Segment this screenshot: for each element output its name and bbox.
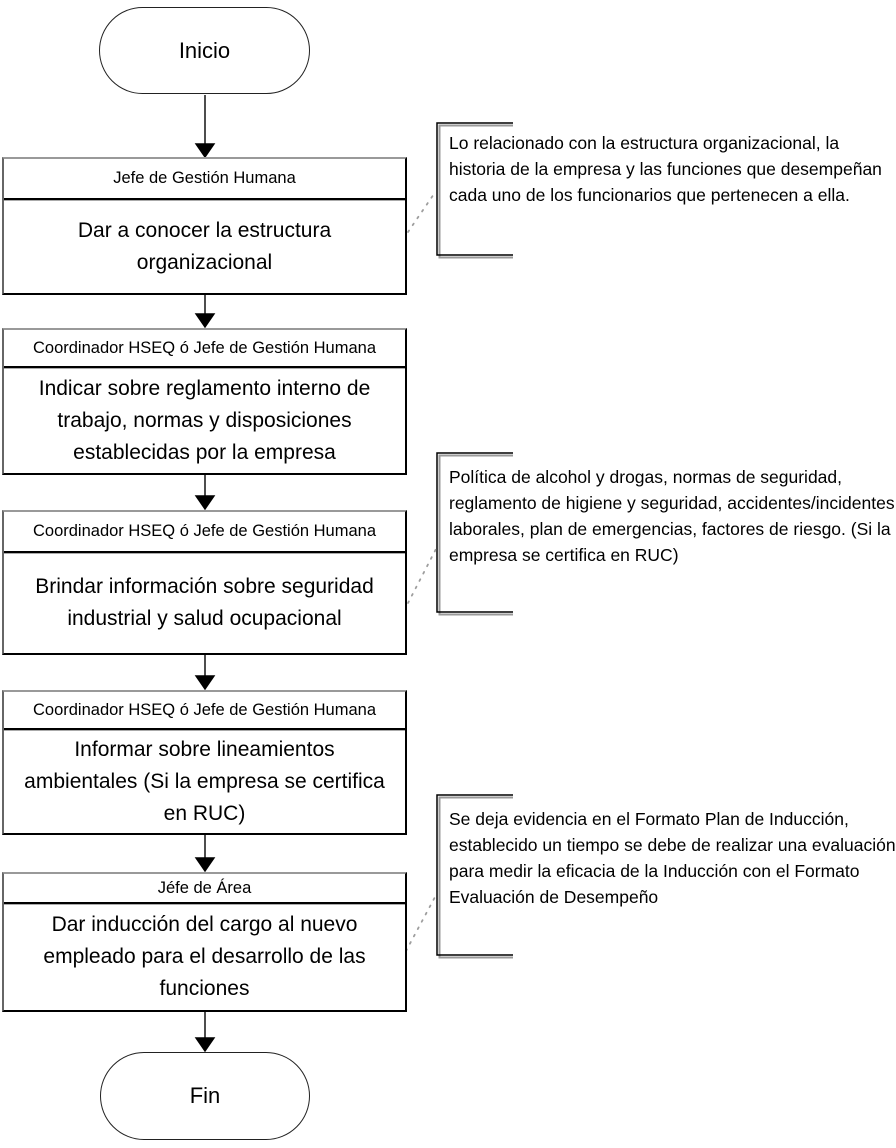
step-role-5: Jéfe de Área xyxy=(4,874,405,904)
step-box-2: Coordinador HSEQ ó Jefe de Gestión Human… xyxy=(2,328,407,475)
start-label: Inicio xyxy=(178,37,231,63)
down-arrow-icon-6 xyxy=(194,1037,216,1053)
step-box-5: Jéfe de Área Dar inducción del cargo al … xyxy=(2,872,407,1012)
down-arrow-icon-3 xyxy=(194,495,216,511)
step-action-3: Brindar información sobre seguridad indu… xyxy=(35,575,374,630)
step-action-2: Indicar sobre reglamento interno de trab… xyxy=(38,376,371,464)
step-box-4: Coordinador HSEQ ó Jefe de Gestión Human… xyxy=(2,690,407,835)
step-role-2: Coordinador HSEQ ó Jefe de Gestión Human… xyxy=(4,330,405,368)
dotted-connector-1 xyxy=(407,190,437,233)
step-role-3: Coordinador HSEQ ó Jefe de Gestión Human… xyxy=(4,512,405,553)
down-arrow-icon-1 xyxy=(194,143,216,159)
down-arrow-icon-4 xyxy=(194,675,216,691)
down-arrow-icon-5 xyxy=(194,857,216,873)
step-box-1: Jefe de Gestión Humana Dar a conocer la … xyxy=(2,157,407,295)
step-action-4: Informar sobre lineamientos ambientales … xyxy=(24,737,385,825)
step-box-3: Coordinador HSEQ ó Jefe de Gestión Human… xyxy=(2,510,407,655)
end-label: Fin xyxy=(189,1083,221,1108)
step-role-4: Coordinador HSEQ ó Jefe de Gestión Human… xyxy=(4,692,405,730)
annotation-note-1: Lo relacionado con la estructura organiz… xyxy=(449,133,882,205)
annotation-note-3: Se deja evidencia en el Formato Plan de … xyxy=(449,809,896,907)
end-node: Fin xyxy=(100,1052,310,1140)
start-node: Inicio xyxy=(99,7,310,94)
down-arrow-icon-2 xyxy=(194,313,216,329)
dotted-connector-3 xyxy=(405,896,436,952)
annotation-note-2: Política de alcohol y drogas, normas de … xyxy=(449,467,895,565)
step-action-1: Dar a conocer la estructura organizacion… xyxy=(77,218,332,274)
step-action-5: Dar inducción del cargo al nuevo emplead… xyxy=(43,913,366,1000)
dotted-connector-2 xyxy=(407,548,437,604)
step-role-1: Jefe de Gestión Humana xyxy=(4,159,405,200)
